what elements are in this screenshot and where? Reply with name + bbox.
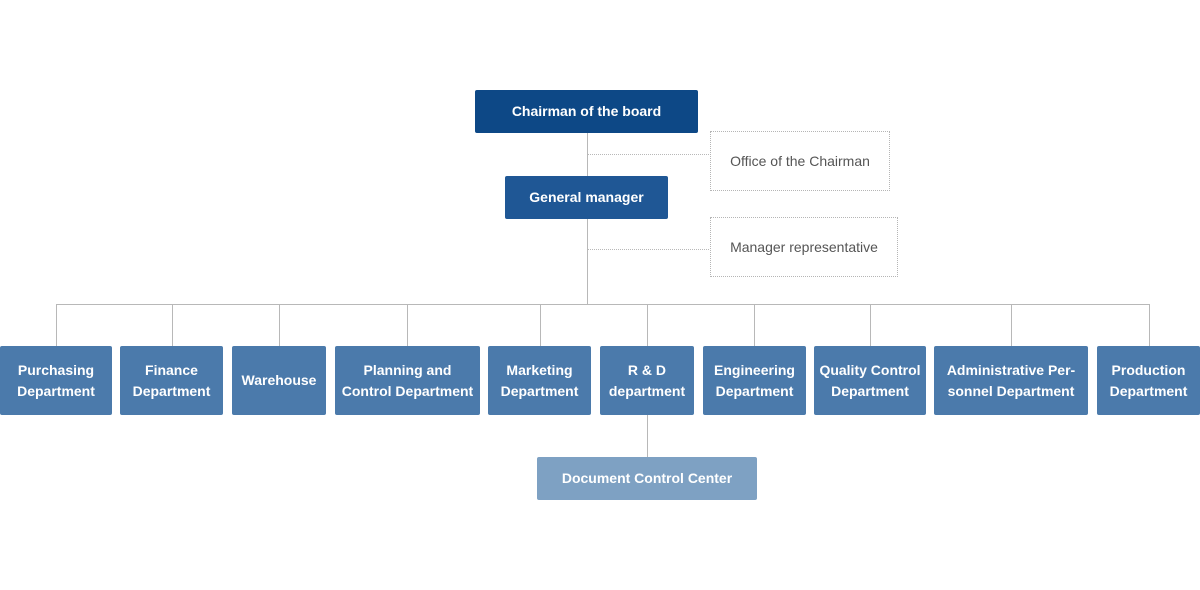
dept-label-line2: Department bbox=[500, 382, 579, 399]
general-manager-box: General manager bbox=[505, 176, 668, 219]
document-control-center-label: Document Control Center bbox=[561, 470, 733, 486]
dept-quality-control: Quality Control Department bbox=[814, 346, 926, 415]
dept-marketing: Marketing Department bbox=[488, 346, 591, 415]
document-control-center-box: Document Control Center bbox=[537, 457, 757, 500]
dept-production: Production Department bbox=[1097, 346, 1200, 415]
dept-administrative-personnel: Administrative Per- sonnel Department bbox=[934, 346, 1088, 415]
dept-finance-label: Finance Department bbox=[133, 360, 211, 402]
dept-label-line2: Department bbox=[132, 382, 211, 399]
dept-warehouse-label: Warehouse bbox=[242, 370, 317, 391]
dept-finance: Finance Department bbox=[120, 346, 223, 415]
dept-rd-label: R & D department bbox=[609, 360, 685, 402]
dept-label-line2: Department bbox=[831, 382, 909, 399]
office-of-chairman-label: Office of the Chairman bbox=[730, 153, 870, 169]
dept-warehouse: Warehouse bbox=[232, 346, 326, 415]
dept-rd: R & D department bbox=[600, 346, 694, 415]
general-manager-label: General manager bbox=[529, 189, 644, 205]
dept-production-label: Production Department bbox=[1110, 360, 1188, 402]
manager-representative-label: Manager representative bbox=[730, 239, 878, 255]
dept-planning-control-label: Planning and Control Department bbox=[342, 360, 473, 402]
dept-label-line1: Quality Control bbox=[819, 361, 921, 378]
office-of-chairman-box: Office of the Chairman bbox=[710, 131, 890, 191]
dept-label-line2: sonnel Department bbox=[947, 382, 1075, 399]
chairman-label: Chairman of the board bbox=[511, 103, 662, 119]
dept-label-line1: Marketing bbox=[506, 361, 573, 378]
dept-label-line2: Department bbox=[17, 382, 95, 399]
dept-label-line2: Department bbox=[715, 382, 794, 399]
dept-label-line1: Finance bbox=[145, 361, 198, 378]
manager-representative-box: Manager representative bbox=[710, 217, 898, 277]
dept-planning-control: Planning and Control Department bbox=[335, 346, 480, 415]
dept-label-line1: Purchasing bbox=[17, 361, 95, 378]
dept-quality-control-label: Quality Control Department bbox=[819, 360, 920, 402]
dept-label-line1: Warehouse bbox=[241, 372, 317, 388]
dept-marketing-label: Marketing Department bbox=[501, 360, 579, 402]
dept-label-line1: R & D bbox=[627, 361, 667, 378]
dept-engineering: Engineering Department bbox=[703, 346, 806, 415]
dept-label-line2: Control Department bbox=[341, 382, 474, 399]
dept-engineering-label: Engineering Department bbox=[714, 360, 795, 402]
dept-label-line1: Planning and bbox=[363, 361, 452, 378]
dept-label-line2: Department bbox=[1109, 382, 1188, 399]
dept-label-line1: Production bbox=[1111, 361, 1186, 378]
chairman-box: Chairman of the board bbox=[475, 90, 698, 133]
dept-administrative-personnel-label: Administrative Per- sonnel Department bbox=[947, 360, 1075, 402]
dept-purchasing: Purchasing Department bbox=[0, 346, 112, 415]
dept-purchasing-label: Purchasing Department bbox=[17, 360, 95, 402]
dept-label-line2: department bbox=[608, 382, 686, 399]
dept-label-line1: Engineering bbox=[714, 361, 795, 378]
dept-label-line1: Administrative Per- bbox=[946, 361, 1076, 378]
